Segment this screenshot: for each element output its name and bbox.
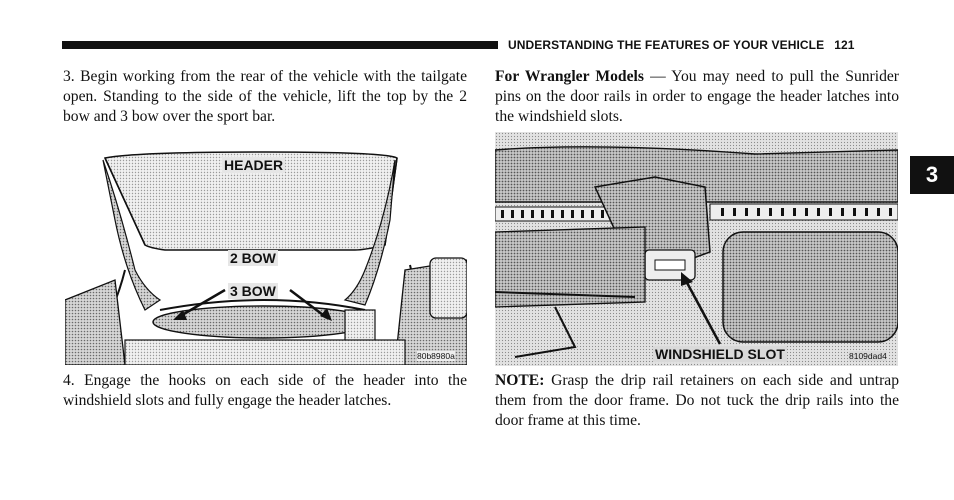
- bow-2-label: 2 BOW: [228, 250, 278, 266]
- running-header: UNDERSTANDING THE FEATURES OF YOUR VEHIC…: [508, 38, 855, 52]
- note-body: Grasp the drip rail retainers on each si…: [495, 372, 899, 429]
- chapter-tab: 3: [910, 156, 954, 194]
- step-3-text: 3. Begin working from the rear of the ve…: [63, 68, 467, 125]
- windshield-slot-illustration: [495, 132, 898, 366]
- figure-code-2: 8109dad4: [849, 351, 887, 361]
- wrangler-body: — You may need to pull the Sunrider pins…: [495, 68, 899, 125]
- windshield-slot-label: WINDSHIELD SLOT: [653, 346, 787, 362]
- note-text: NOTE: Grasp the drip rail retainers on e…: [495, 371, 899, 431]
- soft-top-figure: HEADER 2 BOW 3 BOW 80b8980a: [65, 150, 467, 365]
- figure-code: 80b8980a: [417, 351, 455, 361]
- bow-3-label: 3 BOW: [228, 283, 278, 299]
- header-rule: [62, 41, 498, 49]
- page-number: 121: [834, 38, 855, 52]
- wrangler-text: For Wrangler Models — You may need to pu…: [495, 67, 899, 127]
- header-label: HEADER: [222, 157, 286, 173]
- wrangler-lead: For Wrangler Models: [495, 68, 644, 85]
- step-4-text: 4. Engage the hooks on each side of the …: [63, 372, 467, 409]
- soft-top-illustration: [65, 151, 467, 365]
- running-header-title: UNDERSTANDING THE FEATURES OF YOUR VEHIC…: [508, 38, 825, 52]
- windshield-slot-figure: WINDSHIELD SLOT 8109dad4: [495, 132, 898, 366]
- note-lead: NOTE:: [495, 372, 545, 389]
